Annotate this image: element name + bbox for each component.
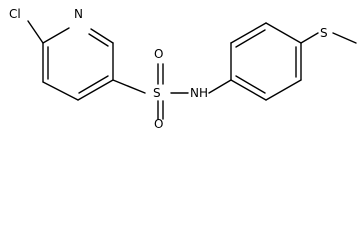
pyridine-ring xyxy=(27,20,114,101)
amine-label: NH xyxy=(190,86,208,100)
sulfur-label: S xyxy=(153,86,161,100)
benzene-ring xyxy=(230,22,302,101)
pyridine-nitrogen-label: N xyxy=(74,7,83,21)
oxygen-top-label: O xyxy=(154,47,163,61)
molecule-structure: Cl N S O O NH S xyxy=(9,7,357,131)
sulfonyl-bonds xyxy=(112,63,232,120)
methylthio-bonds xyxy=(300,32,357,44)
oxygen-bottom-label: O xyxy=(154,117,163,131)
chlorine-label: Cl xyxy=(9,7,21,21)
thioether-sulfur-label: S xyxy=(320,26,328,40)
